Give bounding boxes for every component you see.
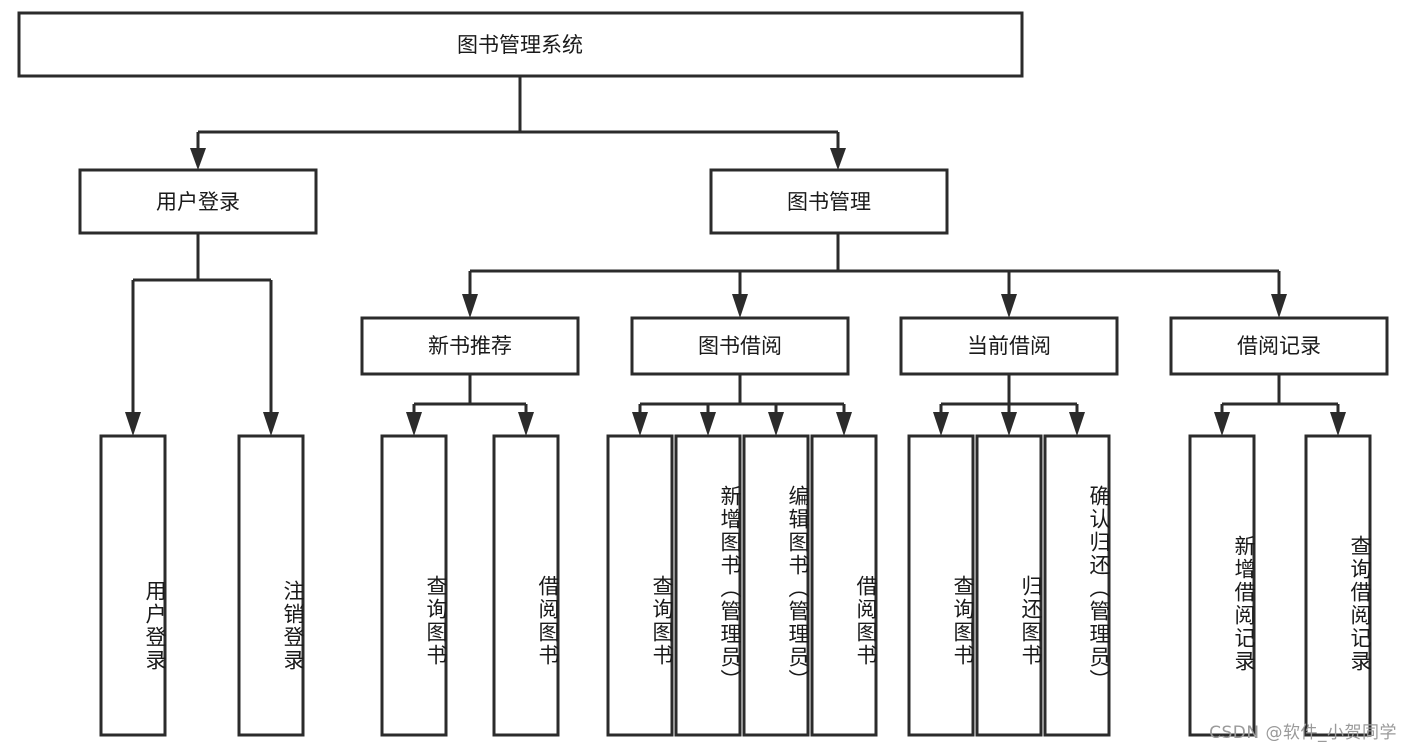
connector-group-book-manage	[462, 233, 1287, 318]
arrow-book-manage	[830, 148, 846, 170]
arrow-cb-leaf-2	[1001, 412, 1017, 436]
leaf-box-new-book-2[interactable]	[492, 434, 560, 737]
arrow-bb-leaf-2	[700, 412, 716, 436]
arrow-borrow-record	[1271, 294, 1287, 318]
node-new-book-box[interactable]	[360, 316, 580, 376]
leaf-box-current-borrow-2[interactable]	[975, 434, 1043, 737]
arrow-bb-leaf-3	[768, 412, 784, 436]
connector-group-new-book	[406, 374, 534, 436]
arrow-new-book	[462, 294, 478, 318]
arrow-book-borrow	[732, 294, 748, 318]
node-new-book-label: 新书推荐	[428, 334, 512, 358]
node-borrow-record-box[interactable]	[1169, 316, 1389, 376]
leaf-box-book-borrow-2[interactable]	[674, 434, 742, 737]
node-borrow-record-label: 借阅记录	[1237, 334, 1321, 358]
node-book-borrow-label: 图书借阅	[698, 334, 782, 358]
node-root-box[interactable]	[17, 11, 1024, 78]
arrow-br-leaf-2	[1330, 412, 1346, 436]
leaf-box-current-borrow-1[interactable]	[907, 434, 975, 737]
node-user-login-label: 用户登录	[156, 190, 240, 214]
watermark-text: CSDN @软件_小贺同学	[1209, 723, 1397, 743]
node-book-manage-label: 图书管理	[787, 190, 871, 214]
arrow-cb-leaf-3	[1069, 412, 1085, 436]
node-current-borrow-box[interactable]	[899, 316, 1119, 376]
arrow-bb-leaf-4	[836, 412, 852, 436]
arrow-ul-leaf-1	[125, 412, 141, 436]
leaf-box-current-borrow-3[interactable]	[1043, 434, 1111, 737]
arrow-nb-leaf-2	[518, 412, 534, 436]
leaf-box-book-borrow-1[interactable]	[606, 434, 674, 737]
leaf-box-user-login-2[interactable]	[237, 434, 305, 737]
leaf-box-book-borrow-3[interactable]	[742, 434, 810, 737]
node-book-manage-box[interactable]	[709, 168, 949, 235]
arrow-current-borrow	[1001, 294, 1017, 318]
node-user-login-box[interactable]	[78, 168, 318, 235]
leaf-box-book-borrow-4[interactable]	[810, 434, 878, 737]
connector-group-book-borrow	[632, 374, 852, 436]
arrow-user-login	[190, 148, 206, 170]
arrow-ul-leaf-2	[263, 412, 279, 436]
connector-group-borrow-record	[1214, 374, 1346, 436]
arrow-br-leaf-1	[1214, 412, 1230, 436]
node-book-borrow-box[interactable]	[630, 316, 850, 376]
connector-group-current-borrow	[933, 374, 1085, 436]
connector-group-user-login	[125, 233, 279, 436]
arrow-nb-leaf-1	[406, 412, 422, 436]
leaf-box-borrow-record-2[interactable]	[1304, 434, 1372, 737]
node-current-borrow-label: 当前借阅	[967, 334, 1051, 358]
leaf-box-user-login-1[interactable]	[99, 434, 167, 737]
arrow-cb-leaf-1	[933, 412, 949, 436]
leaf-box-borrow-record-1[interactable]	[1188, 434, 1256, 737]
node-root-label: 图书管理系统	[457, 33, 583, 57]
leaf-box-new-book-1[interactable]	[380, 434, 448, 737]
connector-group-root	[190, 76, 846, 170]
arrow-bb-leaf-1	[632, 412, 648, 436]
